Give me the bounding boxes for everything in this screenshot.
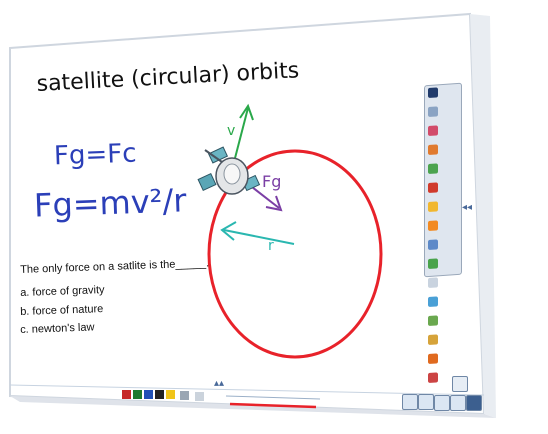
color-swatch-red[interactable]: [122, 390, 131, 399]
tool-extra-icon[interactable]: [428, 353, 438, 365]
text-icon[interactable]: [428, 182, 438, 194]
tool-extra-icon[interactable]: [428, 315, 438, 327]
shape-icon[interactable]: [428, 163, 438, 175]
highlighter-icon[interactable]: [428, 125, 438, 137]
tool-extra-icon[interactable]: [428, 296, 438, 308]
pointer-icon[interactable]: [428, 87, 438, 99]
pen-icon[interactable]: [428, 106, 438, 118]
color-swatch-green[interactable]: [133, 390, 142, 399]
satellite-image: [197, 146, 261, 195]
next-page-button[interactable]: [434, 395, 450, 411]
gravity-force-label: Fg: [262, 172, 282, 191]
equation-centripetal-force: Fg=mv²/r: [33, 181, 188, 225]
expand-panel-icon[interactable]: ◂◂: [462, 202, 473, 213]
tool-extra-icon[interactable]: [428, 277, 438, 289]
velocity-arrow: [233, 107, 249, 163]
line-icon[interactable]: [428, 201, 438, 213]
page-icon[interactable]: [195, 392, 204, 401]
radius-label: r: [268, 238, 274, 254]
collapse-toolbar-icon[interactable]: ▴▴: [214, 378, 225, 389]
color-swatch-blue[interactable]: [144, 390, 153, 399]
tool-corner-icon[interactable]: [452, 376, 468, 392]
orbit-circle: [207, 149, 383, 359]
color-swatch-yellow[interactable]: [166, 390, 175, 399]
play-button[interactable]: [418, 394, 434, 410]
page-progress-bar: [229, 402, 317, 409]
radius-arrow: [223, 229, 295, 245]
floating-toolbox[interactable]: [424, 82, 462, 384]
fill-icon[interactable]: [428, 220, 438, 232]
last-page-button[interactable]: [450, 395, 466, 411]
camera-icon[interactable]: [428, 239, 438, 251]
color-swatch-black[interactable]: [155, 390, 164, 399]
tool-extra-icon[interactable]: [428, 334, 438, 346]
velocity-label: v: [227, 123, 236, 139]
equation-gravity-centripetal: Fg=Fc: [53, 138, 137, 172]
previous-page-button[interactable]: [402, 394, 418, 410]
eraser-icon[interactable]: [428, 144, 438, 156]
menu-button[interactable]: [466, 395, 482, 411]
line-width-icon[interactable]: [180, 391, 189, 400]
bottom-toolbar: [0, 368, 548, 411]
undo-icon[interactable]: [428, 258, 438, 270]
